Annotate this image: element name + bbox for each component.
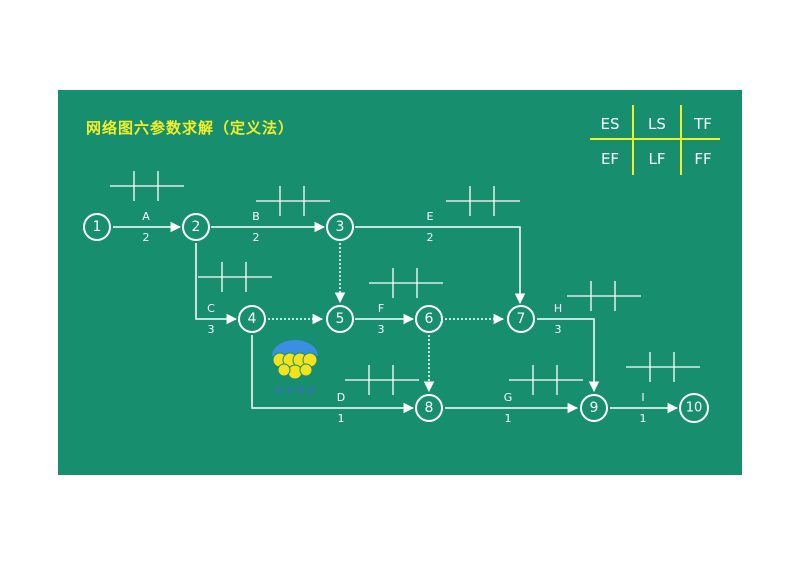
node-4-label: 4 [248,311,257,327]
legend-lf: LF [649,150,666,168]
logo-umbrella-icon [272,340,318,356]
diagram-title: 网络图六参数求解（定义法） [86,119,295,137]
activity-g-name: G [504,391,513,404]
event-nodes: 1 2 3 4 5 6 7 8 9 10 [83,213,709,423]
logo-text: 智 宝 教 育 [275,385,315,395]
parameter-legend: ES LS TF EF LF FF [590,105,720,175]
node-8-label: 8 [425,400,434,416]
legend-ls: LS [648,115,666,133]
parameter-grids [110,171,700,395]
activity-c-duration: 3 [208,323,215,336]
activity-b-name: B [252,210,260,223]
activity-b-duration: 2 [253,231,260,244]
node-5-label: 5 [336,311,345,327]
grid-activity-a [110,171,184,201]
grid-activity-f [369,268,443,298]
node-6: 6 [415,305,443,333]
activity-g-duration: 1 [505,412,512,425]
node-10-label: 10 [686,401,703,416]
activity-a-name: A [142,210,150,223]
node-2: 2 [182,213,210,241]
arrow-c [195,243,238,325]
activity-labels: A 2 B 2 E 2 C 3 F 3 H 3 D 1 G 1 I 1 [142,210,646,425]
legend-ef: EF [601,150,619,168]
node-3-label: 3 [336,219,345,235]
node-1-label: 1 [93,219,102,235]
node-7: 7 [507,305,535,333]
legend-tf: TF [693,115,712,133]
node-5: 5 [326,305,354,333]
activity-f-name: F [378,302,384,315]
node-10: 10 [679,393,709,423]
node-7-label: 7 [517,311,526,327]
activity-i-duration: 1 [640,412,647,425]
node-2-label: 2 [192,219,201,235]
dummy-arrows [268,243,505,393]
node-9-label: 9 [590,400,599,416]
node-1: 1 [83,213,111,241]
grid-activity-i [626,352,700,382]
activity-e-name: E [427,210,434,223]
grid-activity-h [567,281,641,311]
grid-activity-b [256,186,330,216]
brand-logo: 智 宝 教 育 [269,340,321,397]
grid-activity-e [446,186,520,216]
activity-h-name: H [554,302,562,315]
arrow-d [251,335,415,414]
legend-es: ES [601,115,620,133]
grid-activity-g [509,365,583,395]
activity-c-name: C [207,302,215,315]
node-9: 9 [580,394,608,422]
activity-d-duration: 1 [338,412,345,425]
activity-i-name: I [641,391,644,404]
logo-flower-icon [272,352,318,380]
legend-ff: FF [694,150,711,168]
grid-activity-c [198,262,272,292]
node-8: 8 [415,394,443,422]
node-6-label: 6 [425,311,434,327]
activity-d-name: D [337,391,345,404]
activity-a-duration: 2 [143,231,150,244]
grid-activity-d [345,365,419,395]
activity-e-duration: 2 [427,231,434,244]
arrow-h [537,318,600,393]
node-3: 3 [326,213,354,241]
activity-h-duration: 3 [555,323,562,336]
activity-arrows [113,221,679,414]
activity-f-duration: 3 [378,323,385,336]
arrow-e [355,226,526,305]
node-4: 4 [238,305,266,333]
